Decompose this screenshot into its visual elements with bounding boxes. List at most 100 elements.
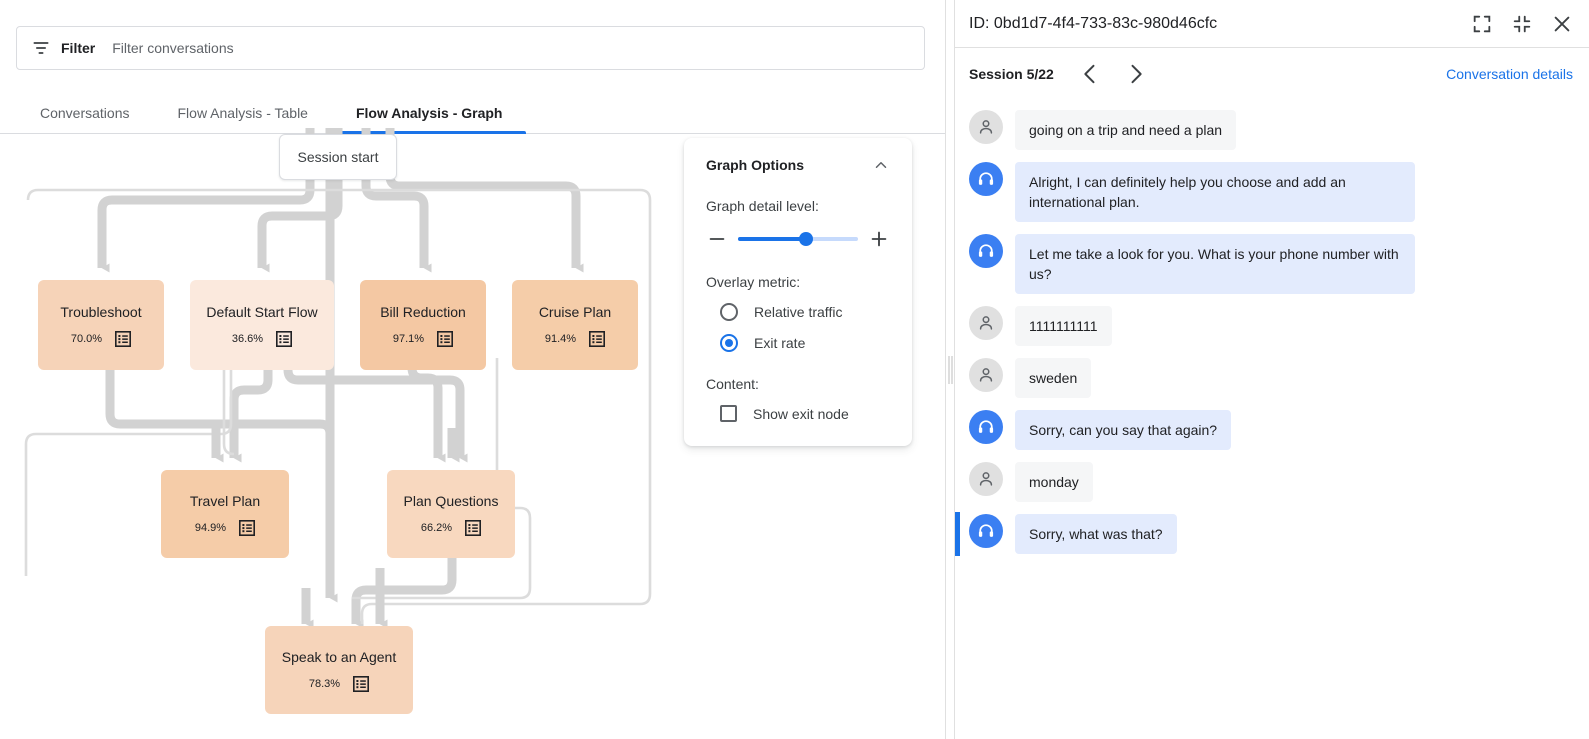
- slider-fill: [738, 237, 807, 241]
- node-speak-to-an-agent-pct: 78.3%: [308, 677, 341, 690]
- list-icon[interactable]: [276, 330, 293, 347]
- message-bubble: Let me take a look for you. What is your…: [1015, 234, 1415, 294]
- tab-flow-analysis-table[interactable]: Flow Analysis - Table: [177, 105, 308, 121]
- message-bubble: 1111111111: [1015, 306, 1112, 346]
- filter-label: Filter: [61, 40, 96, 56]
- agent-avatar: [969, 162, 1003, 196]
- list-icon[interactable]: [465, 519, 482, 536]
- radio-relative-traffic-label: Relative traffic: [754, 304, 843, 320]
- close-icon[interactable]: [1551, 13, 1573, 35]
- user-avatar: [969, 110, 1003, 144]
- tab-conversations[interactable]: Conversations: [40, 105, 130, 121]
- node-cruise-plan-label: Cruise Plan: [538, 303, 612, 320]
- radio-button-icon[interactable]: [720, 303, 738, 321]
- chevron-left-icon[interactable]: [1076, 60, 1104, 88]
- node-session-start[interactable]: Session start: [279, 134, 397, 180]
- node-troubleshoot[interactable]: Troubleshoot 70.0%: [38, 280, 164, 370]
- message-item-highlighted: Sorry, what was that?: [955, 508, 1589, 560]
- node-travel-plan-meta: 94.9%: [194, 519, 256, 536]
- list-icon[interactable]: [239, 519, 256, 536]
- message-bubble: monday: [1015, 462, 1093, 502]
- node-default-start-flow-pct: 36.6%: [231, 332, 264, 345]
- node-default-start-flow-meta: 36.6%: [231, 330, 293, 347]
- node-speak-to-an-agent-meta: 78.3%: [308, 675, 370, 692]
- node-default-start-flow[interactable]: Default Start Flow 36.6%: [190, 280, 334, 370]
- node-troubleshoot-pct: 70.0%: [70, 332, 103, 345]
- message-bubble: Sorry, what was that?: [1015, 514, 1177, 554]
- message-list[interactable]: going on a trip and need a plan Alright,…: [955, 100, 1589, 739]
- node-troubleshoot-label: Troubleshoot: [60, 303, 142, 320]
- filter-bar[interactable]: Filter Filter conversations: [16, 26, 925, 70]
- message-item: monday: [955, 456, 1589, 508]
- graph-detail-level-slider[interactable]: [738, 232, 858, 246]
- graph-options-title: Graph Options: [706, 157, 804, 173]
- user-avatar: [969, 462, 1003, 496]
- plus-icon[interactable]: [868, 228, 890, 250]
- node-travel-plan-label: Travel Plan: [189, 492, 261, 509]
- pane-resize-handle[interactable]: [945, 0, 955, 739]
- filter-input[interactable]: Filter conversations: [112, 40, 234, 56]
- content-label: Content:: [706, 376, 759, 392]
- user-avatar: [969, 358, 1003, 392]
- message-item: Alright, I can definitely help you choos…: [955, 156, 1589, 228]
- node-session-start-label: Session start: [297, 149, 379, 165]
- node-plan-questions-meta: 66.2%: [420, 519, 482, 536]
- graph-detail-level-slider-row: [706, 228, 890, 250]
- node-plan-questions-label: Plan Questions: [403, 492, 499, 509]
- collapse-icon[interactable]: [1511, 13, 1533, 35]
- message-item: 1111111111: [955, 300, 1589, 352]
- list-icon[interactable]: [115, 330, 132, 347]
- radio-exit-rate[interactable]: Exit rate: [706, 334, 890, 352]
- checkbox-show-exit-node[interactable]: Show exit node: [706, 405, 890, 422]
- graph-detail-level-label: Graph detail level:: [706, 198, 819, 214]
- expand-icon[interactable]: [1471, 13, 1493, 35]
- slider-thumb[interactable]: [799, 232, 814, 246]
- message-bubble: Sorry, can you say that again?: [1015, 410, 1232, 450]
- message-item: Let me take a look for you. What is your…: [955, 228, 1589, 300]
- list-icon[interactable]: [353, 675, 370, 692]
- checkbox-show-exit-node-label: Show exit node: [753, 405, 849, 422]
- list-icon[interactable]: [437, 330, 454, 347]
- tab-flow-analysis-graph[interactable]: Flow Analysis - Graph: [331, 105, 527, 134]
- chevron-right-icon[interactable]: [1122, 60, 1150, 88]
- radio-relative-traffic[interactable]: Relative traffic: [706, 303, 890, 321]
- node-travel-plan-pct: 94.9%: [194, 521, 227, 534]
- graph-options-panel: Graph Options Graph detail level: Over: [684, 138, 912, 446]
- node-cruise-plan-pct: 91.4%: [544, 332, 577, 345]
- node-cruise-plan[interactable]: Cruise Plan 91.4%: [512, 280, 638, 370]
- node-bill-reduction-label: Bill Reduction: [380, 303, 466, 320]
- node-default-start-flow-label: Default Start Flow: [206, 303, 318, 320]
- node-bill-reduction[interactable]: Bill Reduction 97.1%: [360, 280, 486, 370]
- grip-icon: [948, 355, 953, 384]
- node-plan-questions[interactable]: Plan Questions 66.2%: [387, 470, 515, 558]
- conversation-id: ID: 0bd1d7-4f4-733-83c-980d46cfc: [969, 14, 1218, 32]
- conversation-pane: ID: 0bd1d7-4f4-733-83c-980d46cfc Session…: [955, 0, 1589, 739]
- list-icon[interactable]: [589, 330, 606, 347]
- checkbox-icon[interactable]: [720, 405, 737, 422]
- node-travel-plan[interactable]: Travel Plan 94.9%: [161, 470, 289, 558]
- minus-icon[interactable]: [706, 228, 728, 250]
- message-item: going on a trip and need a plan: [955, 104, 1589, 156]
- tab-bar: Conversations Flow Analysis - Table Flow…: [0, 90, 945, 134]
- node-cruise-plan-meta: 91.4%: [544, 330, 606, 347]
- message-bubble: going on a trip and need a plan: [1015, 110, 1237, 150]
- message-item: sweden: [955, 352, 1589, 404]
- message-bubble: sweden: [1015, 358, 1092, 398]
- node-plan-questions-pct: 66.2%: [420, 521, 453, 534]
- user-avatar: [969, 306, 1003, 340]
- conversation-details-link[interactable]: Conversation details: [1446, 66, 1573, 82]
- agent-avatar: [969, 514, 1003, 548]
- session-navigation-bar: Session 5/22 Conversation details: [955, 48, 1589, 100]
- message-bubble: Alright, I can definitely help you choos…: [1015, 162, 1415, 222]
- agent-avatar: [969, 234, 1003, 268]
- node-bill-reduction-pct: 97.1%: [392, 332, 425, 345]
- overlay-metric-label: Overlay metric:: [706, 274, 801, 290]
- flow-graph-canvas[interactable]: Session start Troubleshoot 70.0% Default…: [0, 128, 945, 739]
- radio-button-selected-icon[interactable]: [720, 334, 738, 352]
- message-item: Sorry, can you say that again?: [955, 404, 1589, 456]
- node-speak-to-an-agent[interactable]: Speak to an Agent 78.3%: [265, 626, 413, 714]
- flow-analysis-pane: Filter Filter conversations Conversation…: [0, 26, 945, 739]
- agent-avatar: [969, 410, 1003, 444]
- chevron-up-icon[interactable]: [872, 156, 890, 174]
